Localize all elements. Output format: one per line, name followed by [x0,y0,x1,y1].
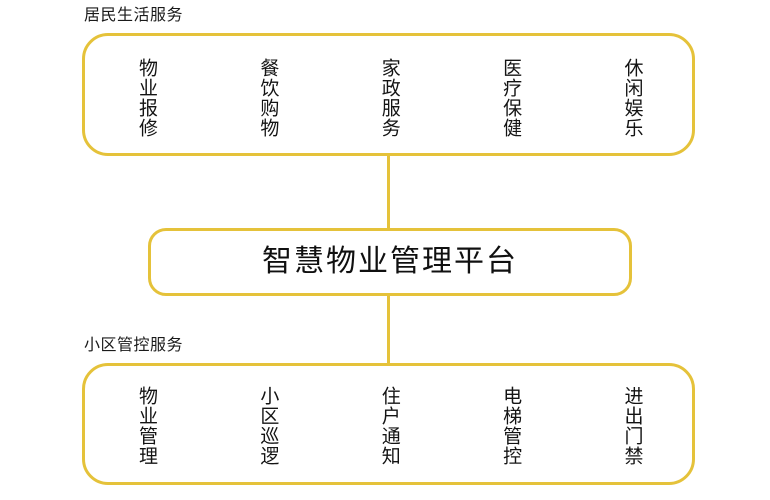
top-item-3[interactable]: 医疗保健 [500,57,522,138]
top-item-2[interactable]: 家政服务 [378,57,400,138]
platform-title: 智慧物业管理平台 [262,245,518,278]
top-item-1[interactable]: 餐饮购物 [257,57,279,138]
top-section-caption: 居民生活服务 [84,7,184,24]
top-item-0[interactable]: 物业报修 [135,57,157,138]
connector-center-to-bottom [387,292,390,367]
bottom-service-group-box: 物业管理 小区巡逻 住户通知 电梯管控 进出门禁 [82,363,695,485]
bottom-item-3[interactable]: 电梯管控 [500,386,522,466]
top-item-4[interactable]: 休闲娱乐 [621,57,643,138]
bottom-item-4[interactable]: 进出门禁 [621,386,643,466]
top-service-group-box: 物业报修 餐饮购物 家政服务 医疗保健 休闲娱乐 [82,33,695,156]
central-platform-box: 智慧物业管理平台 [148,228,632,296]
bottom-item-1[interactable]: 小区巡逻 [257,386,279,466]
bottom-item-2[interactable]: 住户通知 [378,386,400,466]
connector-top-to-center [387,152,390,232]
bottom-item-0[interactable]: 物业管理 [135,386,157,466]
bottom-section-caption: 小区管控服务 [84,337,184,354]
